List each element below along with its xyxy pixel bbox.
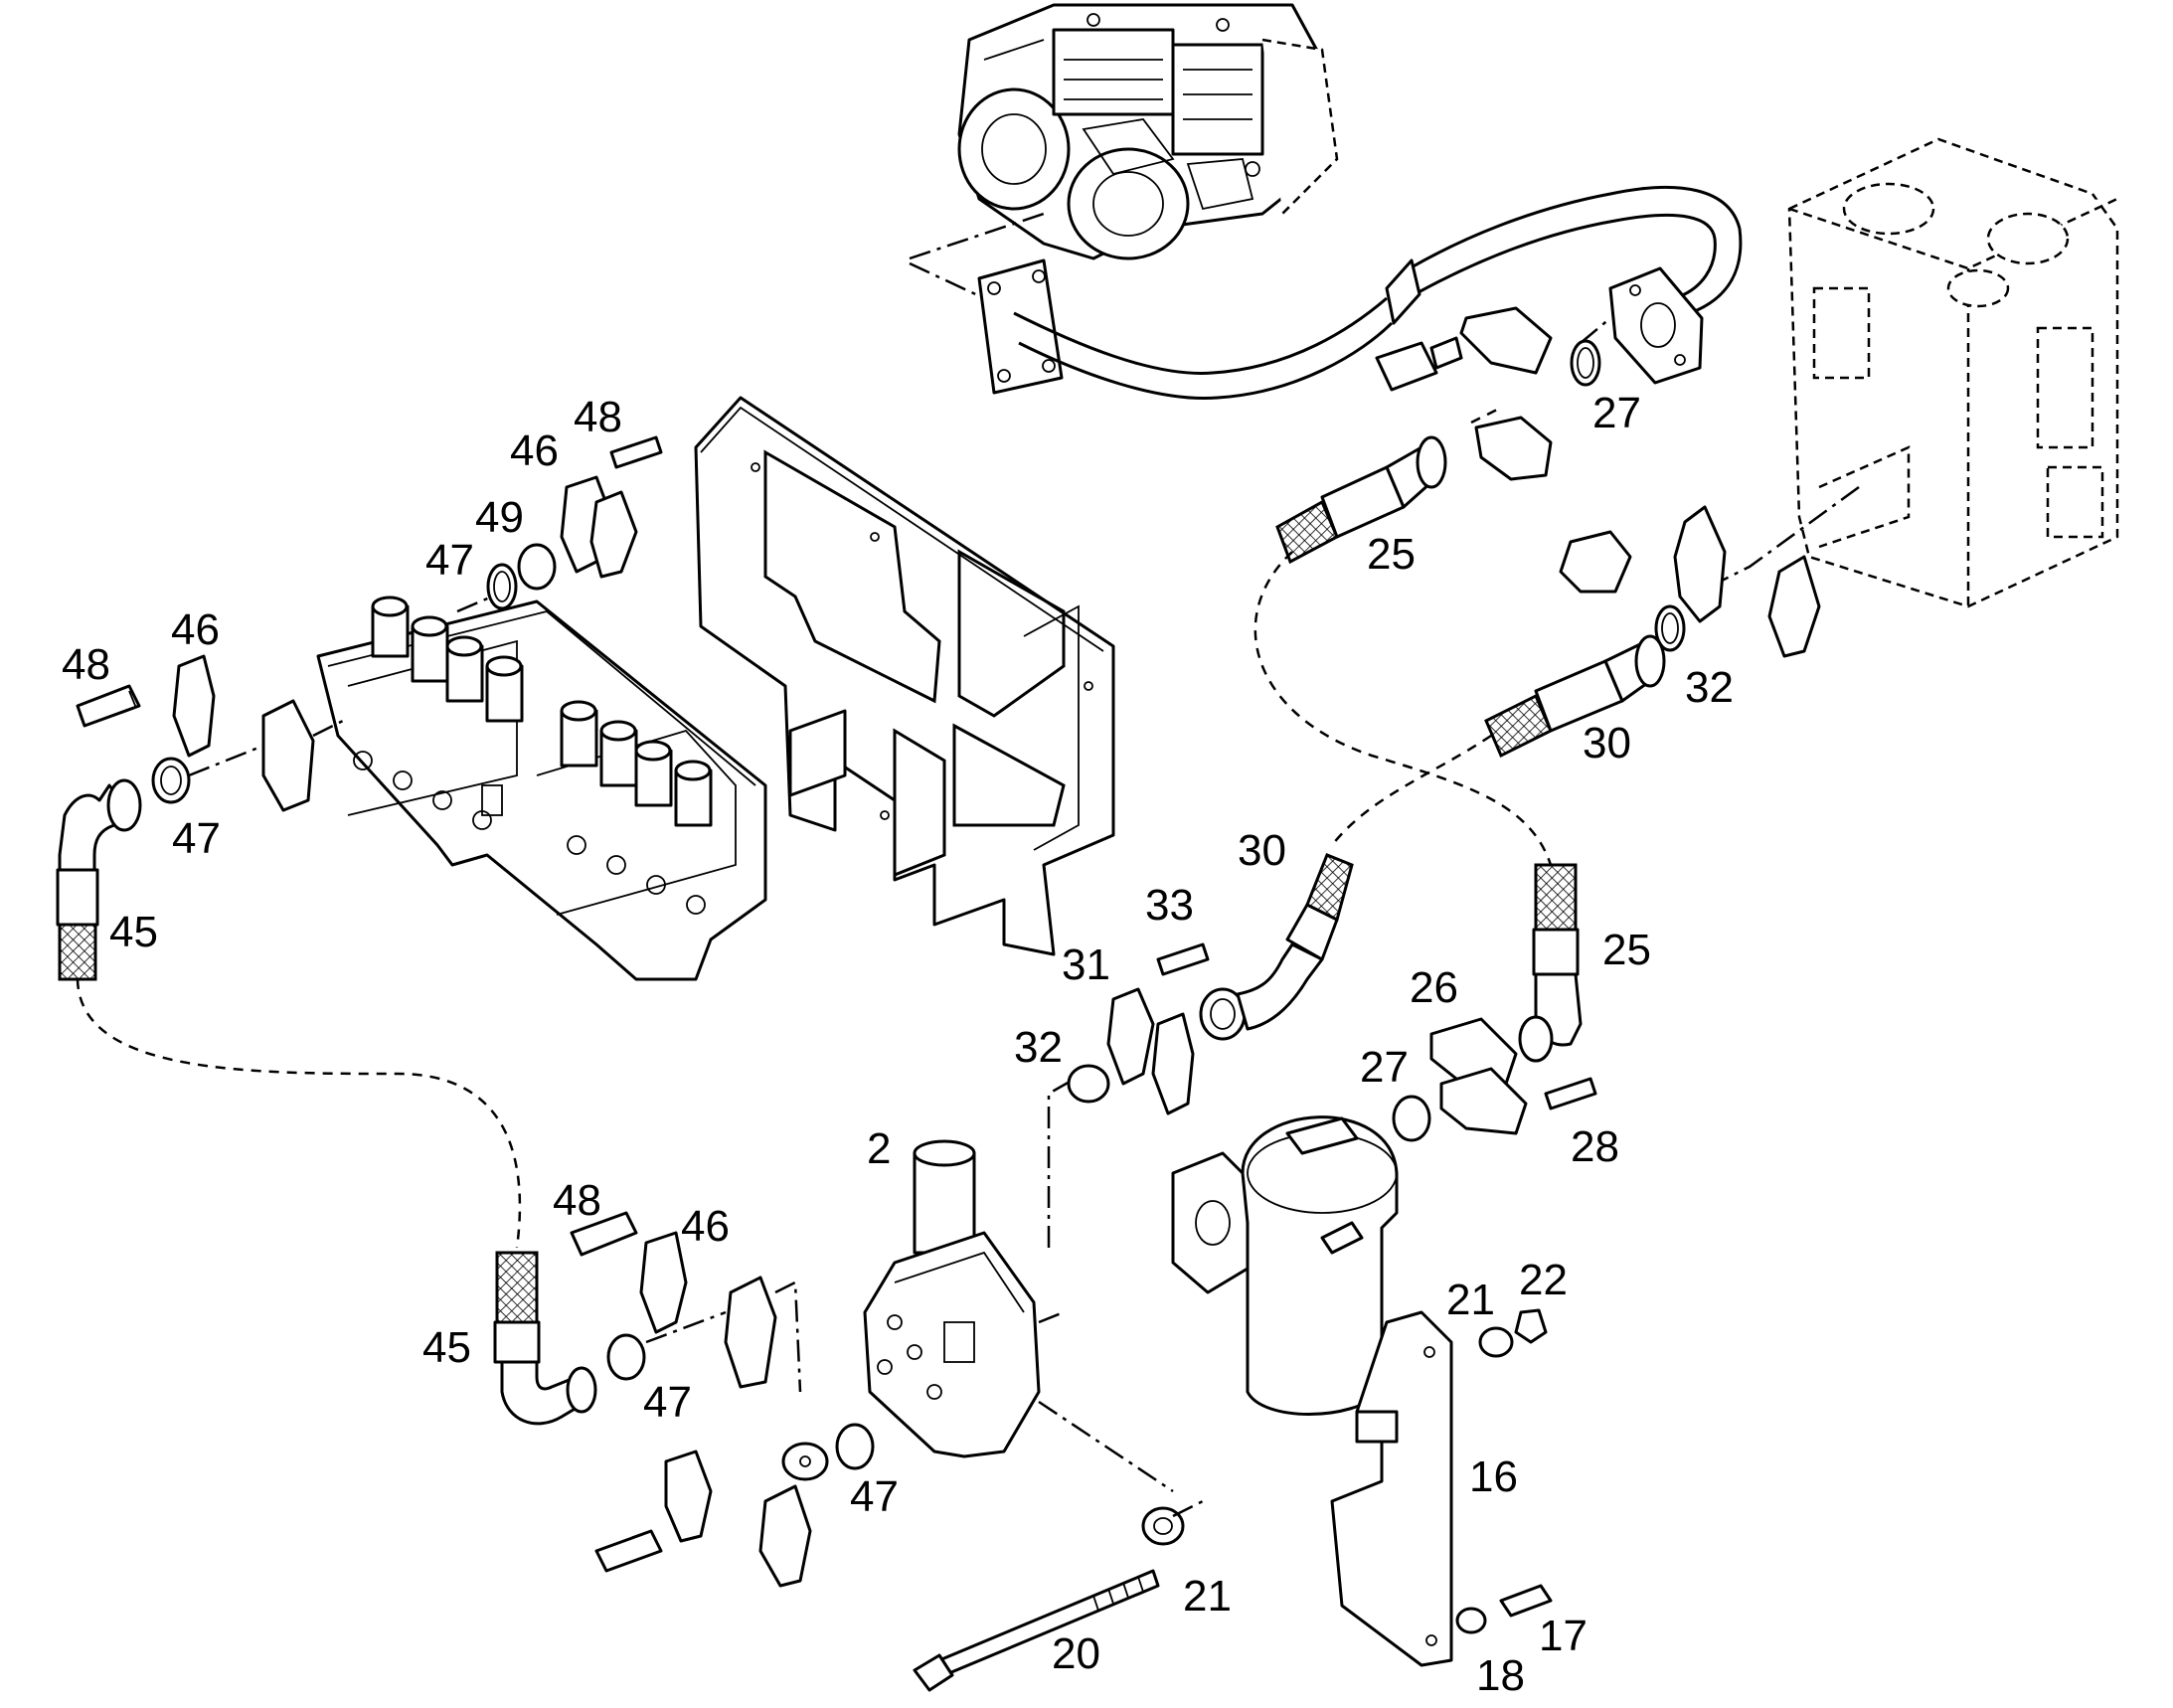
mounting-panel (694, 396, 1115, 956)
label-45: 45 (109, 908, 158, 956)
label-22: 22 (1519, 1256, 1568, 1304)
control-valve-block (316, 596, 767, 981)
label-46: 46 (681, 1202, 730, 1251)
label-20: 20 (1052, 1629, 1100, 1678)
label-47: 47 (425, 536, 474, 585)
solenoid-row-upper (371, 596, 713, 827)
label-21: 21 (1183, 1572, 1232, 1621)
label-27: 27 (1592, 389, 1641, 437)
label-45: 45 (422, 1323, 471, 1372)
fitting-group-27-25 (1275, 306, 1601, 565)
label-48: 48 (574, 393, 622, 441)
centerline-pump-flange (909, 212, 1045, 300)
pump-housing-right (1787, 137, 2119, 608)
hose-45-upper (56, 778, 142, 981)
label-46: 46 (171, 605, 220, 654)
label-30: 30 (1583, 719, 1631, 768)
pipe-assembly-upper (977, 185, 1743, 401)
fitting-group-32-30 (1484, 505, 1821, 759)
label-47: 47 (850, 1472, 899, 1521)
label-47: 47 (172, 814, 221, 863)
bolt-20 (913, 1499, 1204, 1692)
hose-path-25 (1254, 551, 1553, 866)
hydraulic-pump-assembly (957, 3, 1339, 260)
hose-path-45 (76, 978, 522, 1249)
label-31: 31 (1062, 940, 1110, 989)
label-30: 30 (1238, 826, 1286, 875)
label-25: 25 (1367, 530, 1416, 579)
hose-path-30 (1331, 734, 1492, 846)
fitting-group-25-28 (1392, 863, 1597, 1142)
filter-assembly (1171, 1115, 1399, 1416)
label-21: 21 (1446, 1276, 1495, 1324)
fitting-group-bottom-left (594, 1423, 875, 1588)
centerline-27-flange (1580, 317, 1611, 344)
part-labels: 2 16 17 18 20 21 21 22 25 25 26 27 27 28… (62, 389, 1734, 1700)
label-46: 46 (510, 427, 559, 475)
label-48: 48 (553, 1176, 601, 1225)
fitting-group-upper-center (456, 435, 663, 613)
label-49: 49 (475, 493, 524, 542)
label-32: 32 (1685, 663, 1734, 712)
valve-2 (863, 1072, 1174, 1493)
label-16: 16 (1469, 1452, 1518, 1501)
fitting-group-left-upper (76, 654, 344, 812)
fitting-group-lower-left (493, 1211, 802, 1426)
label-47: 47 (643, 1378, 692, 1427)
bracket-16 (1330, 1308, 1553, 1667)
label-48: 48 (62, 640, 110, 689)
label-18: 18 (1476, 1651, 1525, 1700)
label-26: 26 (1410, 963, 1458, 1012)
label-28: 28 (1571, 1122, 1619, 1171)
label-25: 25 (1602, 926, 1651, 974)
label-27: 27 (1360, 1043, 1409, 1092)
label-17: 17 (1539, 1612, 1588, 1660)
label-33: 33 (1145, 881, 1194, 930)
label-2: 2 (867, 1124, 891, 1173)
label-32: 32 (1014, 1023, 1063, 1072)
fitting-group-31-33 (1067, 853, 1354, 1115)
